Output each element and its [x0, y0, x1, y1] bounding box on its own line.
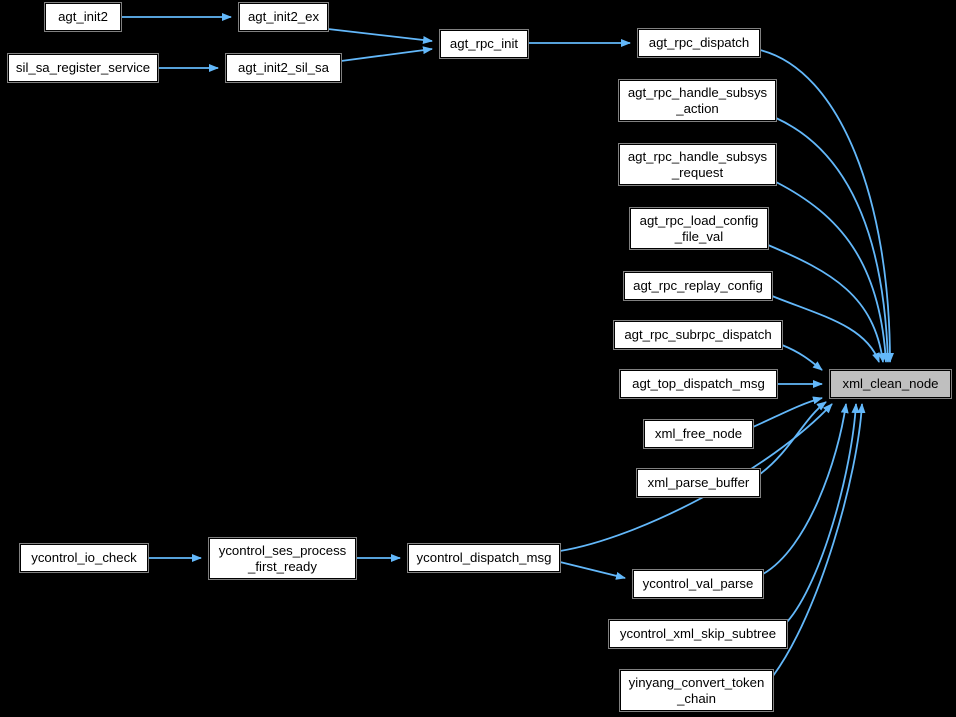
node-sil_sa_register_service[interactable]: sil_sa_register_service: [7, 53, 159, 83]
edge-xml_parse_buffer-to-xml_clean_node: [759, 401, 827, 475]
node-xml_parse_buffer[interactable]: xml_parse_buffer: [636, 468, 761, 498]
node-label: agt_rpc_dispatch: [648, 35, 750, 50]
edge-ycontrol_xml_skip_subtree-to-xml_clean_node: [786, 403, 860, 623]
node-agt_rpc_handle_subsys_request[interactable]: agt_rpc_handle_subsys _request: [618, 143, 777, 186]
node-agt_rpc_dispatch[interactable]: agt_rpc_dispatch: [637, 28, 761, 58]
node-label: xml_clean_node: [842, 376, 939, 391]
edge-agt_init2_ex-to-agt_rpc_init: [327, 28, 433, 44]
edge-agt_rpc_load_config_file_val-to-xml_clean_node: [767, 244, 886, 363]
node-agt_top_dispatch_msg[interactable]: agt_top_dispatch_msg: [619, 369, 778, 399]
node-ycontrol_xml_skip_subtree[interactable]: ycontrol_xml_skip_subtree: [608, 619, 788, 649]
node-label: agt_top_dispatch_msg: [632, 376, 765, 391]
node-label: agt_rpc_replay_config: [633, 278, 763, 293]
node-label: xml_free_node: [654, 426, 743, 441]
node-ycontrol_val_parse[interactable]: ycontrol_val_parse: [632, 569, 764, 599]
node-agt_init2_ex[interactable]: agt_init2_ex: [238, 2, 329, 32]
node-ycontrol_ses_process_first_ready[interactable]: ycontrol_ses_process _first_ready: [208, 537, 357, 580]
node-agt_init2_sil_sa[interactable]: agt_init2_sil_sa: [225, 53, 342, 83]
node-label: ycontrol_ses_process _first_ready: [218, 542, 347, 574]
node-label: ycontrol_val_parse: [642, 576, 754, 591]
edge-xml_free_node-to-xml_clean_node: [752, 396, 823, 428]
node-label: agt_rpc_subrpc_dispatch: [624, 327, 772, 342]
node-label: agt_rpc_handle_subsys _request: [627, 148, 768, 180]
node-agt_init2[interactable]: agt_init2: [44, 2, 122, 32]
node-label: xml_parse_buffer: [647, 475, 750, 490]
node-label: ycontrol_dispatch_msg: [416, 550, 552, 565]
node-xml_clean_node[interactable]: xml_clean_node: [829, 369, 952, 399]
edge-agt_rpc_replay_config-to-xml_clean_node: [771, 295, 880, 363]
node-label: agt_rpc_load_config _file_val: [639, 212, 759, 244]
edge-ycontrol_dispatch_msg-to-ycontrol_val_parse: [559, 561, 626, 580]
node-agt_rpc_subrpc_dispatch[interactable]: agt_rpc_subrpc_dispatch: [613, 320, 783, 350]
node-label: agt_init2: [58, 9, 108, 24]
node-label: agt_init2_sil_sa: [238, 60, 329, 75]
node-label: agt_rpc_handle_subsys _action: [627, 84, 768, 116]
node-yinyang_convert_token_chain[interactable]: yinyang_convert_token _chain: [619, 669, 774, 712]
node-agt_rpc_replay_config[interactable]: agt_rpc_replay_config: [623, 271, 773, 301]
edge-agt_init2_sil_sa-to-agt_rpc_init: [340, 46, 433, 62]
edge-agt_rpc_handle_subsys_action-to-xml_clean_node: [775, 117, 892, 363]
node-ycontrol_io_check[interactable]: ycontrol_io_check: [19, 543, 149, 573]
node-xml_free_node[interactable]: xml_free_node: [643, 419, 754, 449]
edge-agt_rpc_dispatch-to-xml_clean_node: [759, 49, 894, 363]
node-label: ycontrol_io_check: [31, 550, 137, 565]
edge-ycontrol_val_parse-to-xml_clean_node: [762, 403, 849, 575]
node-label: ycontrol_xml_skip_subtree: [619, 626, 777, 641]
node-label: agt_init2_ex: [247, 9, 320, 24]
node-label: yinyang_convert_token _chain: [628, 674, 765, 706]
node-ycontrol_dispatch_msg[interactable]: ycontrol_dispatch_msg: [407, 543, 561, 573]
node-agt_rpc_init[interactable]: agt_rpc_init: [439, 29, 529, 59]
node-agt_rpc_load_config_file_val[interactable]: agt_rpc_load_config _file_val: [629, 207, 769, 250]
edge-agt_rpc_handle_subsys_request-to-xml_clean_node: [775, 181, 890, 363]
edge-agt_rpc_subrpc_dispatch-to-xml_clean_node: [781, 344, 823, 371]
node-label: agt_rpc_init: [449, 36, 519, 51]
node-agt_rpc_handle_subsys_action[interactable]: agt_rpc_handle_subsys _action: [618, 79, 777, 122]
node-label: sil_sa_register_service: [15, 60, 151, 75]
